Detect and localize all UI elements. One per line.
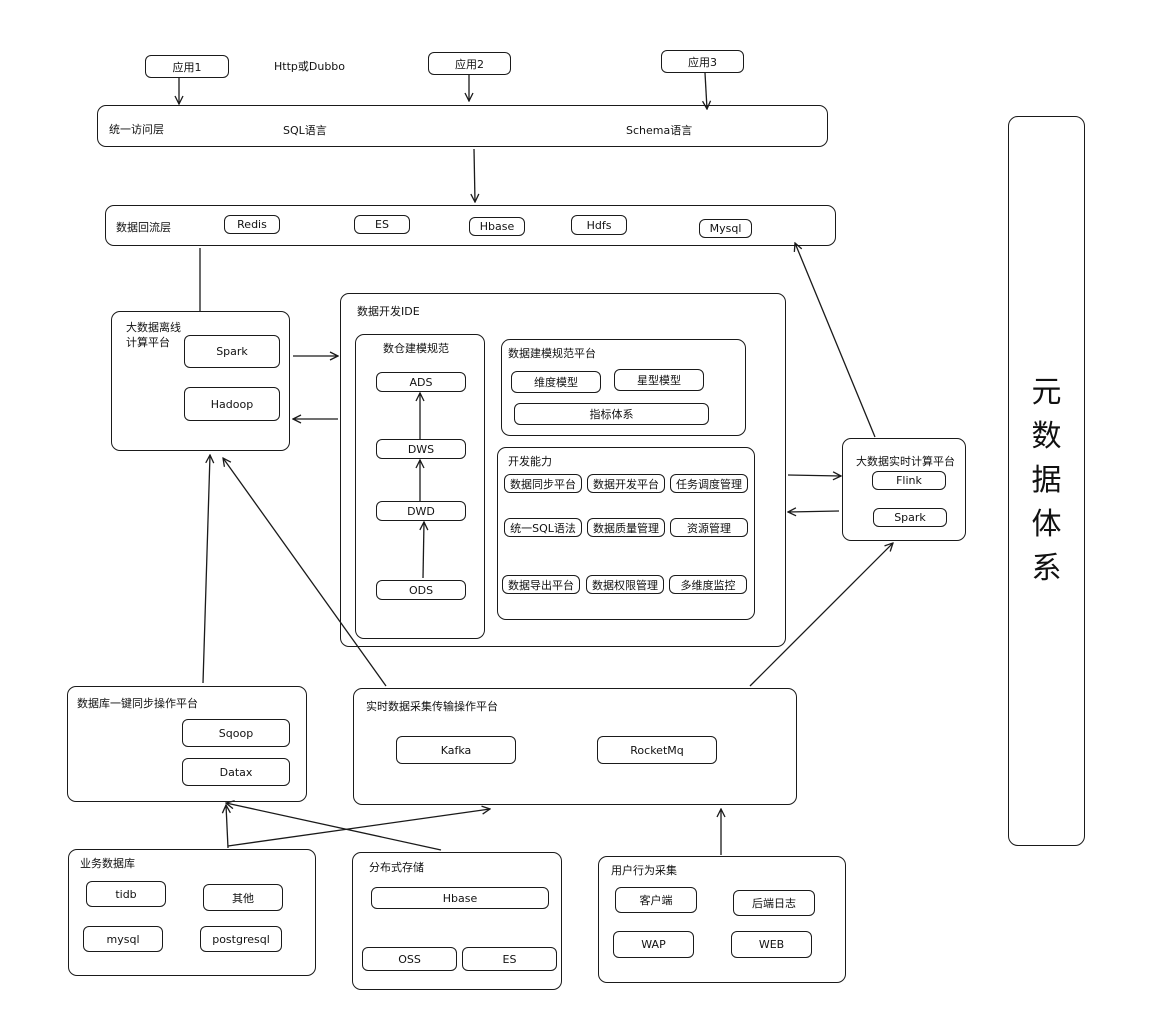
ub-backend-log: 后端日志 (733, 890, 815, 916)
cap-permission: 数据权限管理 (586, 575, 664, 594)
sql-language-label: SQL语言 (283, 124, 327, 137)
arrow-storage-to-dbsync (226, 803, 442, 851)
model-star: 星型模型 (614, 369, 704, 391)
arrow-realtime-to-ide (788, 511, 840, 512)
return-item-es: ES (354, 215, 410, 234)
layer-dws: DWS (376, 439, 466, 459)
metadata-system-title: 元数据体系 (1031, 375, 1062, 586)
model-dimension: 维度模型 (511, 371, 601, 393)
ub-web: WEB (731, 931, 812, 958)
app-3: 应用3 (661, 50, 744, 73)
return-layer-title: 数据回流层 (116, 221, 171, 234)
arrow-app3-to-access (705, 72, 707, 109)
arrow-businessdb-to-collect (227, 809, 490, 847)
ub-client: 客户端 (615, 887, 697, 913)
cap-monitoring: 多维度监控 (669, 575, 747, 594)
cap-data-dev: 数据开发平台 (587, 474, 665, 493)
return-item-hbase: Hbase (469, 217, 525, 236)
offline-compute-title: 大数据离线 计算平台 (126, 321, 181, 349)
layer-ods: ODS (376, 580, 466, 600)
cap-data-sync: 数据同步平台 (504, 474, 582, 493)
cap-unified-sql: 统一SQL语法 (504, 518, 582, 537)
schema-language-label: Schema语言 (626, 124, 693, 137)
dist-storage-title: 分布式存储 (369, 861, 424, 874)
capability-title: 开发能力 (508, 455, 552, 468)
layer-ads: ADS (376, 372, 466, 392)
storage-hbase: Hbase (371, 887, 549, 909)
warehouse-title: 数仓建模规范 (383, 342, 449, 355)
cap-data-export: 数据导出平台 (502, 575, 580, 594)
cap-data-quality: 数据质量管理 (587, 518, 665, 537)
offline-compute-platform (111, 311, 290, 451)
realtime-collect-platform (353, 688, 797, 805)
return-item-mysql: Mysql (699, 219, 752, 238)
storage-oss: OSS (362, 947, 457, 971)
arrow-businessdb-to-dbsync (226, 805, 228, 849)
realtime-collect-title: 实时数据采集传输操作平台 (366, 700, 498, 713)
layer-dwd: DWD (376, 501, 466, 521)
arrow-access-to-return (474, 148, 475, 202)
db-tidb: tidb (86, 881, 166, 907)
user-behavior-title: 用户行为采集 (611, 864, 677, 877)
app-1: 应用1 (145, 55, 229, 78)
ide-title: 数据开发IDE (357, 305, 420, 318)
return-item-hdfs: Hdfs (571, 215, 627, 235)
ub-wap: WAP (613, 931, 694, 958)
business-db-title: 业务数据库 (80, 857, 135, 870)
user-behavior-collection (598, 856, 846, 983)
db-sync-datax: Datax (182, 758, 290, 786)
collect-rocketmq: RocketMq (597, 736, 717, 764)
modeling-title: 数据建模规范平台 (508, 347, 596, 360)
arrow-ide-to-realtime (787, 475, 841, 476)
app-2: 应用2 (428, 52, 511, 75)
arrow-realtime-to-mysql (795, 243, 876, 438)
offline-item-hadoop: Hadoop (184, 387, 280, 421)
return-item-redis: Redis (224, 215, 280, 234)
model-metrics: 指标体系 (514, 403, 709, 425)
business-database (68, 849, 316, 976)
db-other: 其他 (203, 884, 283, 911)
access-layer (97, 105, 828, 147)
realtime-item-spark: Spark (873, 508, 947, 527)
db-postgresql: postgresql (200, 926, 282, 952)
access-layer-title: 统一访问层 (109, 123, 164, 136)
offline-item-spark: Spark (184, 335, 280, 368)
storage-es: ES (462, 947, 557, 971)
realtime-compute-title: 大数据实时计算平台 (856, 455, 955, 468)
cap-task-schedule: 任务调度管理 (670, 474, 748, 493)
realtime-item-flink: Flink (872, 471, 946, 490)
metadata-system-panel: 元数据体系 (1008, 116, 1085, 846)
db-mysql: mysql (83, 926, 163, 952)
collect-kafka: Kafka (396, 736, 516, 764)
db-sync-title: 数据库一键同步操作平台 (77, 697, 198, 710)
db-sync-sqoop: Sqoop (182, 719, 290, 747)
cap-resource: 资源管理 (670, 518, 748, 537)
arrow-dbsync-to-offline (202, 455, 210, 684)
protocol-label: Http或Dubbo (274, 60, 346, 73)
